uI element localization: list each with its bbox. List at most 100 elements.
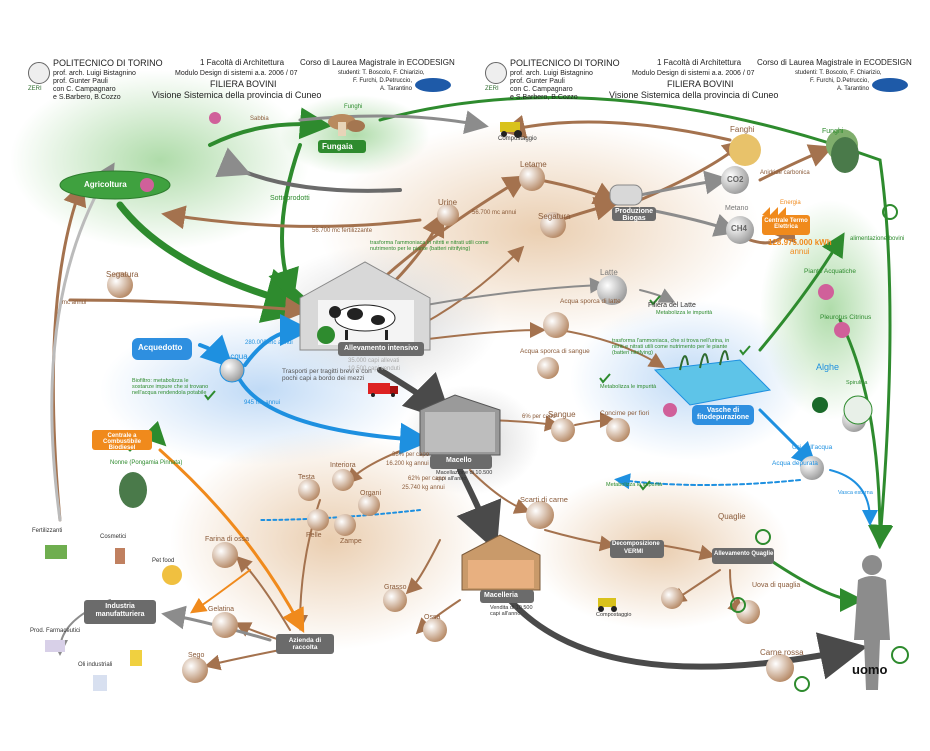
- uova-label: Uova di quaglia: [752, 582, 801, 589]
- header-left-students-3: A. Tarantino: [380, 86, 412, 92]
- fungaia-node[interactable]: [318, 140, 366, 153]
- alimentazione-label: alimentazione bovini: [850, 236, 905, 242]
- flow-fungaia-allevamento: [268, 143, 302, 302]
- acqua-sporca-ball: [543, 312, 569, 338]
- header-left-students-2: F. Furchi, D.Petruccio,: [353, 78, 413, 84]
- metabolizza-label: Metabolizza le impurità: [600, 384, 657, 390]
- gelatina-ball: [212, 612, 238, 638]
- co2-ball: [721, 166, 749, 194]
- quaglie-label: Allevamento Quaglie: [714, 551, 774, 557]
- testa-label: Testa: [298, 474, 315, 481]
- acqua-sporca-label: Acqua sporca di latte: [560, 298, 621, 305]
- organi-label: Organi: [360, 490, 382, 497]
- allevamento-label: Allevamento intensivo: [344, 345, 419, 352]
- flow-industria-agricoltura: [50, 162, 115, 522]
- header-left-course: Corso di Laurea Magistrale in ECODESIGN: [300, 58, 455, 67]
- interiora-label: Interiora: [330, 462, 356, 469]
- compostaggio-label: Compostaggio: [498, 136, 537, 142]
- interiora-pct-label: 38% per capo: [392, 452, 430, 458]
- flow-acqua-sporca: [419, 322, 546, 341]
- organi-ball: [358, 494, 380, 516]
- tecnogranda-logo-icon: [415, 78, 451, 92]
- header-left-students-1: studenti: T. Boscolo, F. Chiarizio,: [338, 70, 425, 76]
- macello-node[interactable]: [430, 455, 492, 469]
- zampe-ball: [334, 514, 356, 536]
- decomposizione-label: Decomposizione: [612, 541, 660, 547]
- mushroom-icon: [328, 114, 365, 136]
- flow-biodiesel: [158, 448, 305, 633]
- farina-ball: [212, 542, 238, 568]
- testa-ball: [298, 479, 320, 501]
- zeri-seal-icon: [317, 326, 335, 344]
- azienda-node[interactable]: [276, 634, 334, 654]
- halo-piante: [760, 200, 900, 420]
- segatura2-label: Segatura: [106, 270, 139, 279]
- acqua-sporca2-label: Acqua sporca di sangue: [520, 348, 590, 355]
- sego-ball: [182, 657, 208, 683]
- header-right-students-1: studenti: T. Boscolo, F. Chiarizio,: [795, 70, 882, 76]
- prod-farma-label: Prod. Farmaceutici: [30, 628, 81, 634]
- flow-biogas-co2: [638, 170, 729, 197]
- sangue-label: Sangue: [548, 410, 576, 419]
- usi-acqua-label: Usi dell'acqua: [792, 444, 833, 451]
- header-right-prof-2: prof. Gunter Pauli: [510, 78, 565, 85]
- quaglie-node[interactable]: [712, 548, 774, 564]
- acqua-label: Acqua: [225, 352, 248, 361]
- industria-node[interactable]: [84, 600, 156, 624]
- centrale-biodiesel-node[interactable]: [92, 430, 152, 450]
- agricoltura-node[interactable]: [59, 170, 171, 200]
- grasso-label: Grasso: [384, 584, 407, 591]
- flow-acquedotto: [198, 334, 234, 369]
- flow-biogas-metano: [648, 208, 739, 237]
- flow-agricoltura-grey: [215, 147, 402, 193]
- pleurotus-label: Pleurotus Citrinus: [820, 314, 872, 321]
- pet-food-label: Pet food: [152, 558, 175, 564]
- truck-icon: [368, 383, 398, 397]
- cow-icon: [329, 304, 396, 340]
- allevamento-node[interactable]: [338, 342, 424, 356]
- quaglie-compost-ball: [661, 587, 683, 609]
- flow-vermi-quaglie: [659, 544, 716, 561]
- decomposizione-node[interactable]: [610, 540, 664, 558]
- flow-acqua-uomo: [829, 469, 878, 526]
- header-left-prof-1: prof. arch. Luigi Bistagnino: [53, 70, 136, 77]
- zampe-label: Zampe: [340, 538, 362, 545]
- flow-fanghi-compost: [501, 115, 732, 142]
- flow-filiera-latte: [639, 288, 676, 303]
- flow-dashed-blue: [259, 509, 421, 521]
- segatura2-ball: [107, 272, 133, 298]
- flow-decomposizione: [544, 529, 616, 552]
- pond-icon: [653, 350, 772, 406]
- oli-label: Oli industriali: [78, 662, 113, 668]
- nonne-label: Nonne (Pongamia Pinnata): [110, 460, 183, 466]
- interiora-ball: [332, 469, 354, 491]
- acquedotto-node[interactable]: [132, 338, 192, 360]
- macelleria-node[interactable]: [480, 590, 534, 603]
- flow-fertilizzante: [161, 205, 422, 230]
- resource-balls: [107, 129, 873, 683]
- fert-label: 56.700 mc fertilizzante: [312, 228, 373, 234]
- zeri-logo-text-right: ZERI: [485, 86, 499, 92]
- metano-ball: [726, 216, 754, 244]
- cosmetici-label: Cosmetici: [100, 534, 127, 540]
- vasche-node[interactable]: [692, 405, 754, 425]
- header-right-institution: POLITECNICO DI TORINO: [510, 58, 620, 68]
- trasforma-label: trasforma l'ammoniaca in nitriti e nitra…: [370, 240, 489, 253]
- metabolizza3-label: Metabolizza le impurità: [606, 482, 663, 488]
- concime-label: Concime per fiori: [600, 410, 650, 417]
- flow-gelatina: [234, 622, 281, 641]
- checkmark-icon: [204, 295, 751, 491]
- compostaggio2-label: Compostaggio: [596, 612, 632, 618]
- anidride-label: Anidride carbonica: [760, 170, 810, 176]
- funghi-top-label: Funghi: [822, 128, 844, 135]
- tractor-icon-2: [598, 598, 617, 612]
- header-right-prof-4: e S.Barbero, B.Cozzo: [510, 94, 578, 101]
- azienda-label: Azienda di raccolta: [288, 637, 322, 652]
- flow-acqua-depurata: [614, 473, 801, 490]
- biogas-label: Produzione Biogas: [614, 208, 654, 222]
- centrale-biodiesel-label: Centrale a Combustibile Biodiesel: [102, 433, 141, 451]
- acqua-sporca2-ball: [537, 357, 559, 379]
- pinecone-icon: [119, 137, 859, 508]
- acquedotto-label: Acquedotto: [138, 343, 183, 352]
- header-right-prof-1: prof. arch. Luigi Bistagnino: [510, 70, 593, 77]
